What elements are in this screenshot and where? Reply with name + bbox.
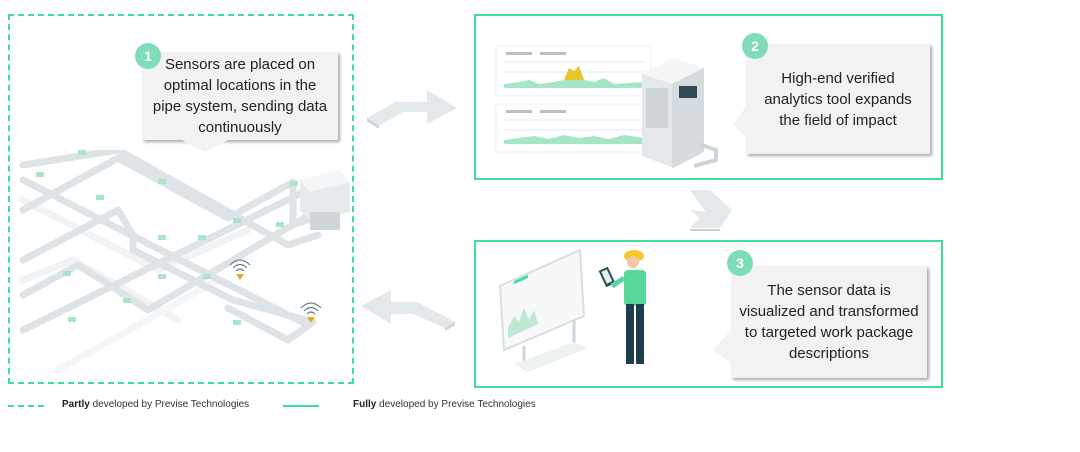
step3-frame-fully xyxy=(474,240,943,388)
legend-partly-bold: Partly xyxy=(62,399,90,410)
step3-callout: The sensor data is visualized and transf… xyxy=(731,266,927,378)
step3-text: The sensor data is visualized and transf… xyxy=(739,282,919,362)
legend-partly: Partly developed by Previse Technologies xyxy=(62,399,249,410)
step3-number: 3 xyxy=(736,255,744,271)
step2-number: 2 xyxy=(751,38,759,54)
legend-solid-line xyxy=(283,405,319,407)
arrow-left-icon xyxy=(361,290,455,330)
legend: Partly developed by Previse Technologies… xyxy=(0,396,560,416)
analytics-dashboard-illustration xyxy=(495,45,718,168)
sensor-wifi-icon xyxy=(229,259,251,272)
junction-box-icon xyxy=(300,170,350,230)
step1-number: 1 xyxy=(144,48,152,64)
worker-with-tablet-icon xyxy=(498,248,646,372)
step2-text: High-end verified analytics tool expands… xyxy=(764,69,912,129)
step2-callout: High-end verified analytics tool expands… xyxy=(746,44,930,154)
step2-frame-fully xyxy=(474,14,943,180)
arrow-down-icon xyxy=(690,190,732,231)
callout-pointer xyxy=(180,139,230,152)
legend-dashed-line xyxy=(8,405,44,407)
legend-partly-rest: developed by Previse Technologies xyxy=(89,399,250,410)
step1-badge: 1 xyxy=(135,43,161,69)
sensor-wifi-icon xyxy=(300,302,322,315)
step1-frame-partly xyxy=(8,14,354,384)
server-rack-icon xyxy=(642,58,718,168)
legend-fully-bold: Fully xyxy=(353,399,377,410)
legend-fully: Fully developed by Previse Technologies xyxy=(353,399,536,410)
callout-pointer xyxy=(733,105,747,139)
legend-fully-rest: developed by Previse Technologies xyxy=(376,399,536,410)
step1-callout: Sensors are placed on optimal locations … xyxy=(142,52,338,140)
callout-pointer xyxy=(713,328,733,364)
arrow-right-icon xyxy=(367,90,457,128)
step1-text: Sensors are placed on optimal locations … xyxy=(152,56,328,136)
step3-badge: 3 xyxy=(727,250,753,276)
pipe-network-illustration xyxy=(19,150,350,374)
step2-badge: 2 xyxy=(742,33,768,59)
